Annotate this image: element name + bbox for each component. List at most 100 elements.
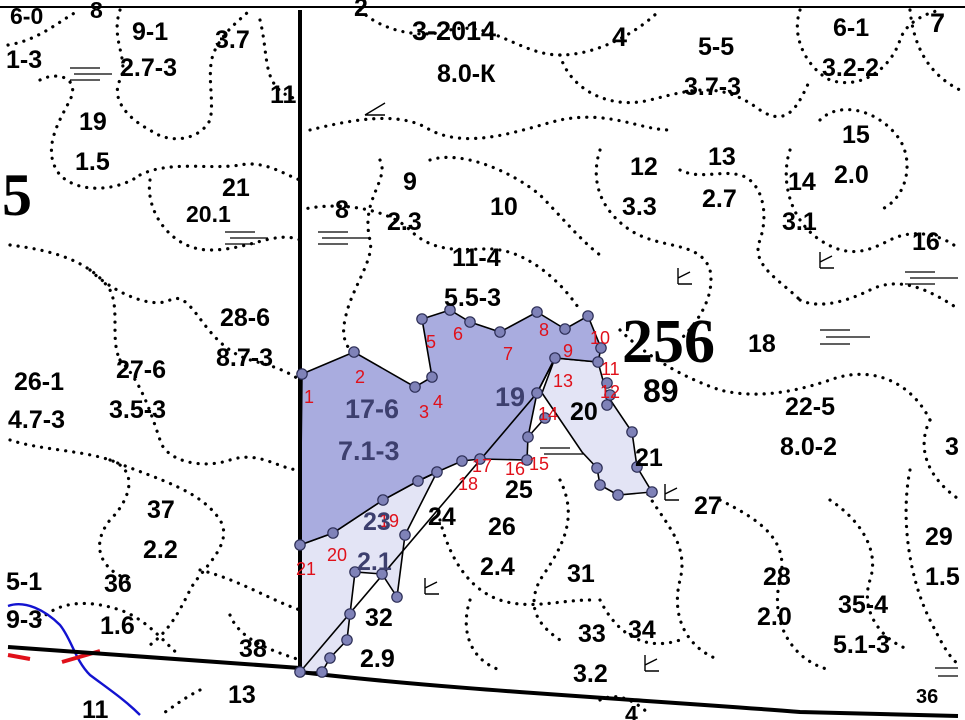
parcel-number: 21: [222, 174, 250, 202]
vertex-marker[interactable]: [349, 566, 361, 578]
vertex-marker[interactable]: [539, 412, 551, 424]
vertex-marker[interactable]: [522, 431, 534, 443]
contour-lines: [6, 8, 962, 717]
vertex-marker[interactable]: [399, 529, 411, 541]
parcel-number: 13: [228, 681, 256, 709]
vertex-label: 6: [453, 324, 463, 344]
vertex-label: 15: [529, 454, 549, 474]
vertex-marker[interactable]: [494, 326, 506, 338]
vertex-marker[interactable]: [531, 387, 543, 399]
vertex-marker[interactable]: [431, 466, 443, 478]
parcel-number: 10: [490, 193, 518, 221]
parcel-number: 33: [578, 620, 606, 648]
parcel-number: 38: [239, 635, 267, 663]
vertex-marker[interactable]: [631, 461, 643, 473]
tree-marks: [364, 102, 834, 672]
vertex-marker[interactable]: [474, 453, 486, 465]
vertex-marker[interactable]: [341, 634, 353, 646]
vertex-marker[interactable]: [626, 426, 638, 438]
vertex-marker[interactable]: [294, 666, 306, 678]
parcel-number: 1-3: [6, 46, 42, 74]
vertex-marker[interactable]: [391, 591, 403, 603]
vertex-marker[interactable]: [316, 666, 328, 678]
vertex-marker[interactable]: [549, 352, 561, 364]
vertex-marker[interactable]: [582, 310, 594, 322]
vertex-label: 1: [304, 387, 314, 407]
parcel-number: 11: [270, 81, 297, 109]
vertex-marker[interactable]: [444, 304, 456, 316]
parcel-number: 6-0: [10, 3, 43, 29]
parcel-number: 28: [763, 563, 791, 591]
vertex-marker[interactable]: [377, 494, 389, 506]
vertex-label: 4: [433, 392, 443, 412]
vertex-label: 12: [600, 382, 620, 402]
parcel-area: 9-3: [6, 606, 42, 634]
parcel-number: 15: [842, 121, 870, 149]
vertex-marker[interactable]: [646, 486, 658, 498]
parcel-number: 37: [147, 496, 175, 524]
vertex-marker[interactable]: [426, 371, 438, 383]
vertex-marker[interactable]: [601, 377, 613, 389]
vertex-label: 17: [472, 456, 492, 476]
parcel-area: 3.5-3: [109, 396, 166, 424]
parcel-number: 16: [912, 228, 940, 256]
vertex-marker[interactable]: [559, 323, 571, 335]
parcel-area: 1.5: [925, 563, 960, 591]
parcel-area: 8.7-3: [216, 344, 273, 372]
parcel-area: 3.7-3: [684, 73, 741, 101]
block-sub-number: 89: [643, 373, 679, 409]
vertex-marker[interactable]: [296, 368, 308, 380]
vertex-marker[interactable]: [456, 455, 468, 467]
parcel-area: 2.1: [357, 548, 392, 576]
vertex-marker[interactable]: [521, 454, 533, 466]
parcel-number: 26-1: [14, 368, 64, 396]
parcel-number: 9: [403, 168, 417, 196]
parcel-number: 31: [567, 560, 595, 588]
vertex-marker[interactable]: [464, 316, 476, 328]
vertex-marker[interactable]: [376, 568, 388, 580]
parcel-number: 12: [630, 153, 658, 181]
parcel-area: 2.0: [757, 603, 792, 631]
vertex-marker[interactable]: [595, 342, 607, 354]
vertex-label: 21: [296, 559, 316, 579]
parcel-number: 34: [628, 616, 656, 644]
vertex-marker[interactable]: [294, 539, 306, 551]
vertex-marker[interactable]: [591, 462, 603, 474]
vertex-marker[interactable]: [594, 479, 606, 491]
parcel-number: 11: [82, 696, 109, 720]
vertex-marker[interactable]: [327, 527, 339, 539]
parcel-area: 1.6: [100, 612, 135, 640]
parcel-number: 36: [916, 686, 938, 708]
block-number: 256: [622, 308, 715, 376]
parcel-area: 2.3: [387, 208, 422, 236]
parcel-number: 8: [90, 0, 103, 23]
vertex-label: 8: [539, 320, 549, 340]
parcel-area: 4.7-3: [8, 406, 65, 434]
parcel-number: 27: [694, 492, 722, 520]
vertex-marker[interactable]: [612, 489, 624, 501]
parcel-number: 35-4: [838, 591, 888, 619]
parcel-number: 3-2014: [412, 16, 496, 46]
vertex-marker[interactable]: [409, 381, 421, 393]
vertex-marker[interactable]: [531, 306, 543, 318]
parcel-number: 8: [335, 196, 349, 224]
parcel-number: 29: [925, 523, 953, 551]
vertex-marker[interactable]: [592, 356, 604, 368]
parcel-area: 3.1: [782, 208, 817, 236]
vertex-label: 9: [563, 341, 573, 361]
parcel-number: 13: [708, 143, 736, 171]
vertex-marker[interactable]: [601, 399, 613, 411]
vertex-marker[interactable]: [348, 346, 360, 358]
vertex-marker[interactable]: [344, 608, 356, 620]
vertex-marker[interactable]: [416, 313, 428, 325]
parcel-area: 2.7-3: [120, 54, 177, 82]
parcel-number: 6-1: [833, 14, 869, 42]
vertex-label: 10: [590, 328, 610, 348]
vertex-marker[interactable]: [412, 475, 424, 487]
parcel-number: 9-1: [132, 18, 168, 46]
parcel-area: 3.3: [622, 193, 657, 221]
vertex-marker[interactable]: [324, 652, 336, 664]
parcel-area: 1.5: [75, 148, 110, 176]
